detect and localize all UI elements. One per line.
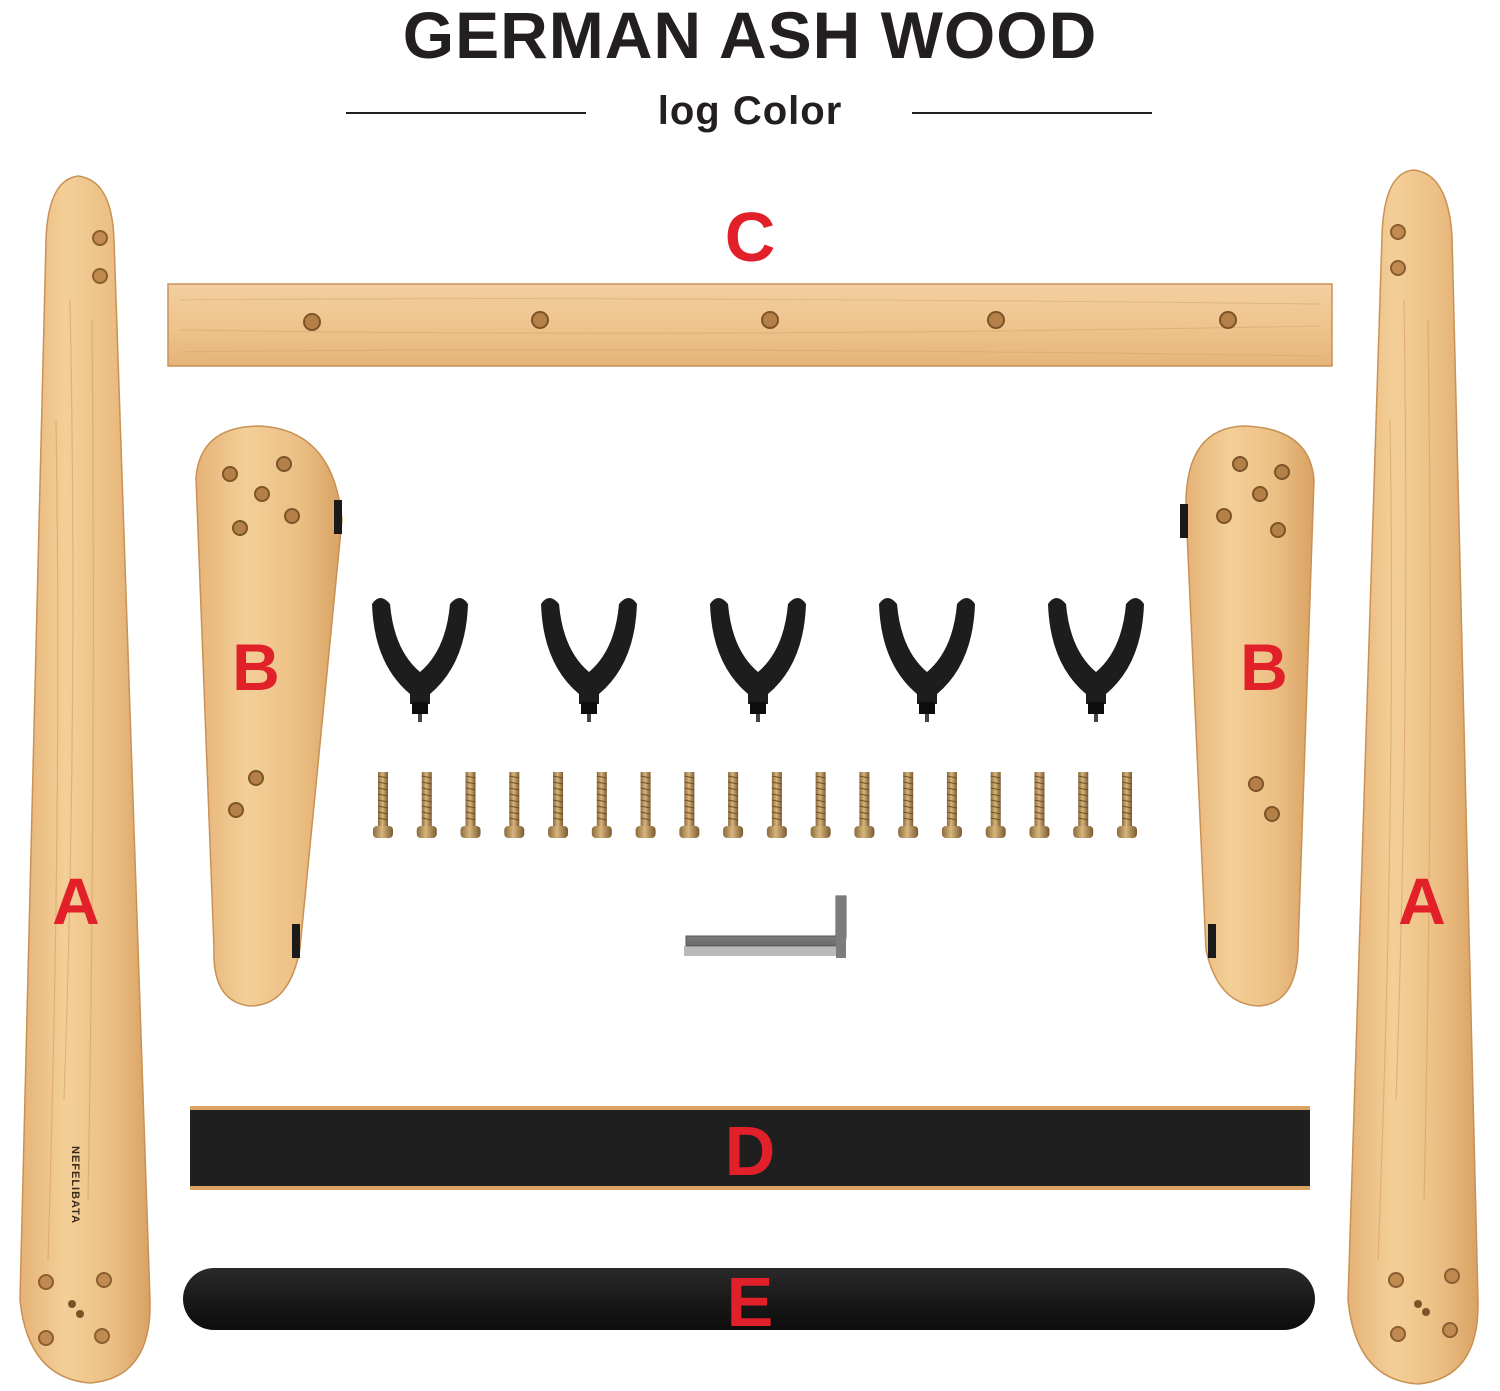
divider-right <box>912 112 1152 114</box>
hex-key <box>684 895 847 958</box>
foam-pad-d: D <box>190 1106 1310 1190</box>
screw <box>723 772 744 838</box>
yoke-hook <box>372 598 468 722</box>
screw <box>1073 772 1094 838</box>
leg-a-right: A <box>1347 169 1479 1385</box>
foam-tube-e: E <box>183 1263 1315 1341</box>
color-subtitle: log Color <box>657 89 843 133</box>
screw <box>460 772 481 838</box>
screw <box>416 772 437 838</box>
screw <box>766 772 787 838</box>
screw <box>635 772 656 838</box>
screw <box>941 772 962 838</box>
screws <box>373 772 1137 838</box>
screw <box>591 772 612 838</box>
yoke-hook <box>710 598 806 722</box>
label-b-left: B <box>232 630 280 704</box>
leg-a-left: NEFELIBATA A <box>19 175 151 1384</box>
crossbar-c: C <box>167 198 1333 367</box>
screw <box>1117 772 1137 838</box>
screw <box>679 772 700 838</box>
screw <box>373 772 393 838</box>
bracket-b-left: B <box>195 425 343 1007</box>
screw <box>504 772 525 838</box>
label-c: C <box>725 198 776 276</box>
yoke-hooks <box>372 598 1144 722</box>
screw <box>1029 772 1050 838</box>
screw <box>898 772 919 838</box>
product-title: GERMAN ASH WOOD <box>402 0 1098 72</box>
label-d: D <box>725 1112 776 1190</box>
yoke-hook <box>1048 598 1144 722</box>
bracket-b-right: B <box>1180 425 1315 1007</box>
divider-left <box>346 112 586 114</box>
label-b-right: B <box>1240 630 1288 704</box>
brand-mark: NEFELIBATA <box>69 1146 81 1224</box>
yoke-hook <box>541 598 637 722</box>
screw <box>548 772 569 838</box>
label-a-right: A <box>1398 864 1446 938</box>
screw <box>854 772 875 838</box>
screw <box>985 772 1006 838</box>
label-a-left: A <box>52 864 100 938</box>
screw <box>810 772 831 838</box>
label-e: E <box>727 1263 774 1341</box>
yoke-hook <box>879 598 975 722</box>
